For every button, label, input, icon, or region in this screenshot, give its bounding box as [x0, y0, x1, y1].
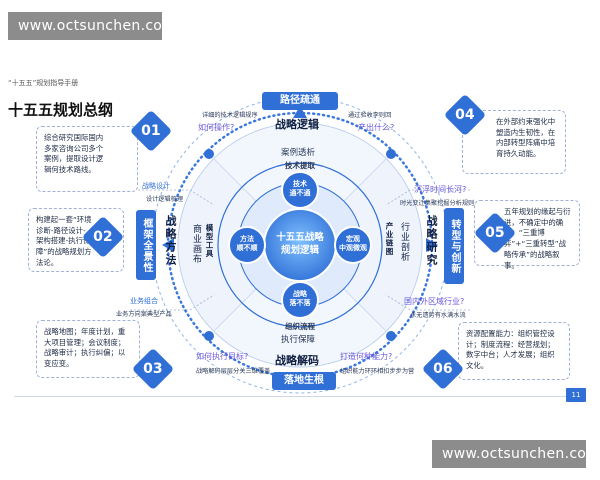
watermark-top: www.octsunchen.com	[8, 12, 176, 40]
connector-01	[130, 189, 215, 206]
ring-label-right-a: 行业剖析	[399, 222, 409, 262]
left-note-bottom-2: 业务方向案典型产品	[116, 311, 172, 318]
connector-06	[385, 294, 470, 311]
pointer-left	[162, 238, 174, 252]
ring-dot-bottom-left	[204, 331, 214, 341]
ring-label-left-b: 模型工具	[205, 224, 214, 258]
pointer-top	[293, 106, 307, 118]
connector-03	[130, 294, 215, 311]
left-note-top: 战略设计	[142, 182, 170, 190]
top-question-right: 产出什么?	[358, 123, 395, 132]
ring-label-right-b: 产业链图	[385, 222, 394, 256]
card-03: 战略地图；年度计划，重大项目管理；会议制度；战略审计；执行纠偏；以变应变。	[36, 320, 140, 378]
sat-bottom	[281, 281, 319, 319]
page-number: 11	[566, 388, 586, 402]
ring-dot-bottom-right	[386, 331, 396, 341]
pointer-right	[426, 238, 438, 252]
bottom-pill: 落地生根	[272, 372, 336, 390]
bottom-note-right: 组织能力环环相扣步步为营	[340, 368, 415, 375]
connector-04	[385, 189, 470, 206]
top-header: 战略逻辑	[275, 118, 319, 131]
card-03-text: 战略地图；年度计划，重大项目管理；会议制度；战略审计；执行纠偏；以变应变。	[44, 327, 126, 369]
center-label: 十五五战略 规划逻辑	[276, 232, 324, 256]
document-subtitle: “十五五”规划指导手册	[8, 79, 79, 87]
inner-circle-strategy: 战略落不落	[289, 290, 311, 308]
top-pill: 路径疏通	[262, 92, 338, 110]
top-note-left: 详细的技术逻辑规序	[202, 112, 258, 119]
card-04-text: 在外部约束强化中塑造内生韧性，在内部转型阵痛中培育持久动能。	[496, 117, 556, 159]
inner-circle-macro: 宏观中观微观	[339, 235, 367, 253]
card-06-text: 资源配置能力：组织管控设计；制度流程：经营规划；数字中台；人才发展；组织文化。	[466, 329, 555, 371]
top-note-right: 通过验收李则回	[348, 112, 392, 119]
ring-label-left-a: 商业画布	[191, 224, 201, 264]
left-vertical-header: 战略方法	[164, 215, 177, 267]
bottom-note-left: 战略解码层层分关三维覆盖	[196, 368, 271, 375]
inner-band-outer	[217, 162, 383, 328]
sat-left	[228, 226, 266, 264]
ring-dot-top-right	[386, 149, 396, 159]
right-question-bottom: 国内外区域行业?	[404, 297, 465, 306]
card-06: 资源配置能力：组织管控设计；制度流程：经营规划；数字中台；人才发展；组织文化。	[458, 322, 570, 380]
ring-dot-top-left	[204, 149, 214, 159]
watermark-bottom: www.octsunchen.com	[432, 440, 600, 468]
inner-circle-method: 方法顺不顺	[236, 235, 258, 253]
right-question-top: 沉浮时间长河?	[414, 185, 467, 194]
ring-label-bottom-b: 执行保障	[281, 335, 316, 345]
ring-label-top-b: 技术提取	[285, 161, 315, 170]
sat-right	[334, 226, 372, 264]
card-01-text: 综合研究国际国内多家咨询公司多个案例，提取设计逻辑何技术路线。	[44, 133, 104, 175]
left-note-bottom: 业务组合	[130, 297, 158, 305]
right-note-top: 时光变迁集聚挖掘分析规则	[400, 200, 475, 207]
card-02-text: 构建起一套“环境诊断-路径设计-架构搭建-执行保障”的战略规划方法论。	[36, 215, 92, 267]
card-05-text: 五年规划的缘起与衍进，不确定中的确定：“三重博弈”+“三重转型”战略传承”的战略…	[504, 207, 571, 270]
sat-top	[281, 171, 319, 209]
card-04: 在外部约束强化中塑造内生韧性，在内部转型阵痛中培育持久动能。	[462, 110, 566, 174]
top-question-left: 如何操作?	[198, 123, 235, 132]
bottom-question-left: 如何执行目标?	[196, 352, 249, 361]
right-vertical-header: 战略研究	[425, 215, 438, 267]
inner-circle-tech: 技术通不通	[289, 180, 311, 198]
ring-label-bottom-a: 组织流程	[285, 322, 315, 331]
page-title: 十五五规划总纲	[8, 101, 114, 119]
bottom-question-right: 打造何种能力?	[340, 352, 393, 361]
right-note-bottom: 永无遗势有水满水流	[410, 312, 466, 319]
left-note-top-2: 设计逻辑梳理	[146, 196, 184, 203]
right-vertical-pill: 转型与创新	[444, 208, 464, 284]
ring-label-top-a: 案例透析	[281, 148, 316, 158]
card-01: 综合研究国际国内多家咨询公司多个案例，提取设计逻辑何技术路线。	[36, 126, 138, 192]
footer-divider	[14, 396, 586, 397]
left-vertical-pill: 框架全景性	[136, 210, 156, 280]
bottom-header: 战略解码	[275, 354, 319, 367]
